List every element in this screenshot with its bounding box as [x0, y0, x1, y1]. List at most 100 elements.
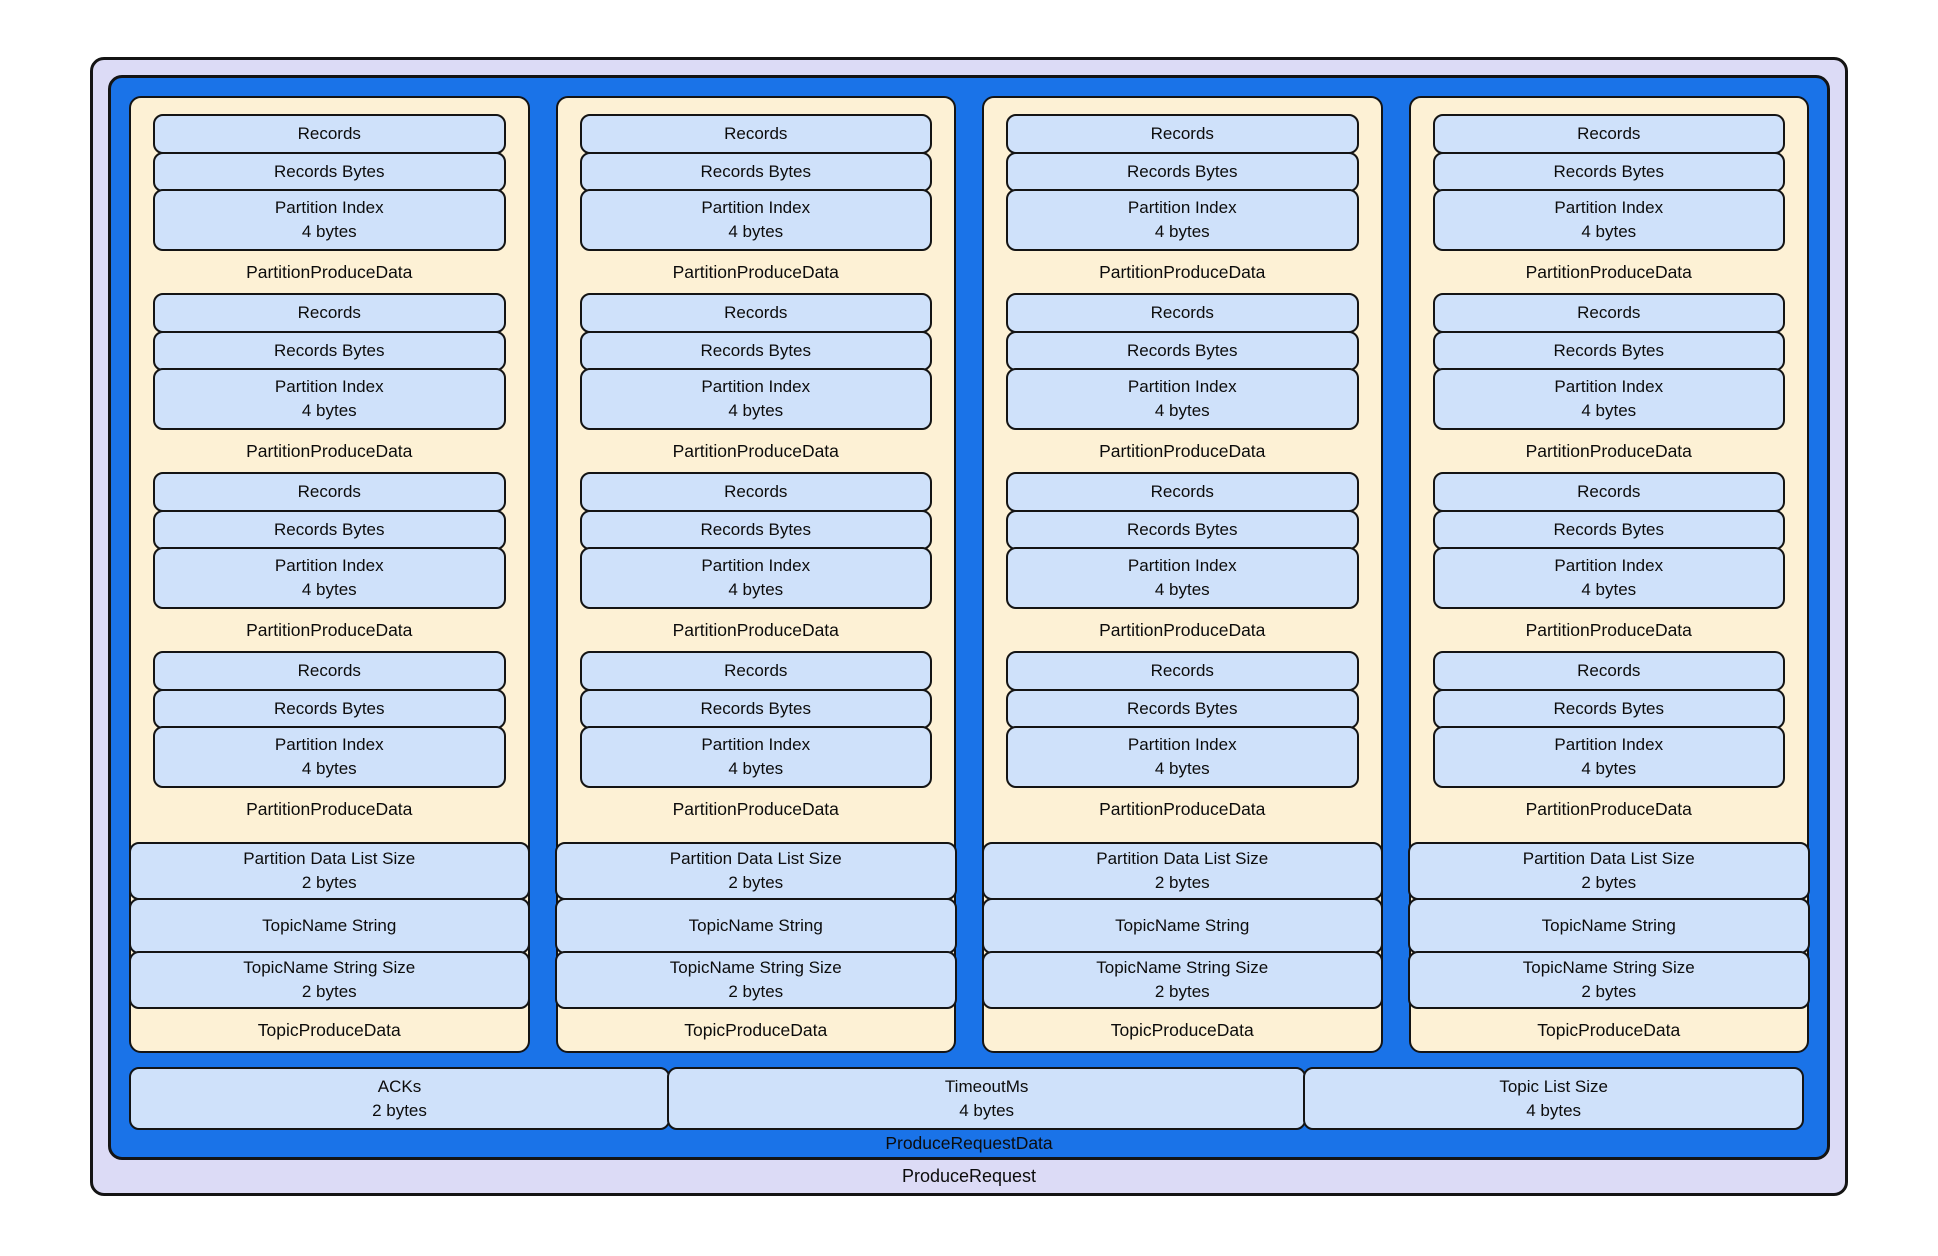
field-name: Partition Index	[1127, 198, 1237, 217]
field-name: Partition Index	[701, 198, 811, 217]
partition-produce-data-group: Records Records Bytes Partition Index 4 …	[1006, 472, 1359, 651]
field-name: Records Bytes	[1126, 161, 1238, 181]
field-size: 4 bytes	[1581, 580, 1637, 599]
field-name: TopicName String Size	[243, 958, 416, 977]
field-name: Partition Index	[701, 377, 811, 396]
field-cell: Records	[579, 293, 932, 333]
field-name: Partition Index	[701, 556, 811, 575]
partition-produce-data-label: PartitionProduceData	[1099, 619, 1266, 640]
field-cell: Topic List Size 4 bytes	[1303, 1067, 1804, 1130]
field-cell: Records	[1006, 293, 1359, 333]
field-cell: Records Bytes	[1006, 688, 1359, 729]
partition-produce-data-group: Records Records Bytes Partition Index 4 …	[1432, 114, 1785, 293]
topic-footer-cells: Partition Data List Size 2 bytes TopicNa…	[128, 842, 530, 1009]
field-cell: Records	[1006, 114, 1359, 154]
topic-footer-cells: Partition Data List Size 2 bytes TopicNa…	[981, 842, 1383, 1009]
field-size: 2 bytes	[1154, 873, 1210, 892]
field-name: Partition Index	[1554, 735, 1664, 754]
field-size: 4 bytes	[1581, 759, 1637, 778]
field-name: Records	[724, 303, 788, 322]
field-cell: Records	[153, 114, 506, 154]
field-cell: Records	[1432, 114, 1785, 154]
field-name: Records	[1577, 661, 1641, 680]
field-size: 4 bytes	[301, 401, 357, 420]
field-cell: Records	[1006, 472, 1359, 512]
partition-groups: Records Records Bytes Partition Index 4 …	[1411, 114, 1808, 830]
partition-cells: Records Records Bytes Partition Index 4 …	[153, 114, 506, 251]
field-cell: Records Bytes	[1006, 509, 1359, 550]
field-size: 4 bytes	[1581, 222, 1637, 241]
field-cell: Partition Index 4 bytes	[579, 189, 932, 251]
field-cell: Records	[1432, 472, 1785, 512]
field-cell: Partition Index 4 bytes	[1432, 368, 1785, 430]
field-name: Records	[724, 482, 788, 501]
partition-groups: Records Records Bytes Partition Index 4 …	[558, 114, 955, 830]
partition-cells: Records Records Bytes Partition Index 4 …	[1006, 472, 1359, 609]
field-cell: Records	[153, 293, 506, 333]
field-name: Partition Data List Size	[669, 849, 842, 868]
field-size: 2 bytes	[1581, 982, 1637, 1001]
partition-cells: Records Records Bytes Partition Index 4 …	[153, 293, 506, 430]
field-name: TopicName String	[1115, 915, 1250, 935]
field-name: Topic List Size	[1499, 1076, 1608, 1096]
field-cell: TopicName String	[128, 897, 530, 954]
field-name: TopicName String	[262, 915, 397, 935]
field-cell: Records Bytes	[153, 151, 506, 192]
field-name: Partition Data List Size	[1522, 849, 1695, 868]
field-cell: Records Bytes	[153, 509, 506, 550]
field-name: Records	[1577, 482, 1641, 501]
partition-produce-data-label: PartitionProduceData	[672, 440, 839, 461]
field-name: Records	[297, 482, 361, 501]
field-cell: Partition Index 4 bytes	[153, 726, 506, 788]
field-cell: Partition Index 4 bytes	[579, 726, 932, 788]
partition-produce-data-label: PartitionProduceData	[672, 798, 839, 819]
field-cell: Records Bytes	[1006, 330, 1359, 371]
field-size: 2 bytes	[372, 1100, 427, 1120]
field-cell: Partition Index 4 bytes	[1006, 189, 1359, 251]
topic-produce-data-label: TopicProduceData	[1110, 1019, 1254, 1040]
partition-produce-data-group: Records Records Bytes Partition Index 4 …	[153, 293, 506, 472]
field-size: 4 bytes	[301, 580, 357, 599]
field-cell: Records Bytes	[1006, 151, 1359, 192]
field-name: Records	[1150, 482, 1214, 501]
partition-produce-data-group: Records Records Bytes Partition Index 4 …	[579, 472, 932, 651]
topic-produce-data-label: TopicProduceData	[257, 1019, 401, 1040]
topic-produce-data-box: Records Records Bytes Partition Index 4 …	[1408, 96, 1810, 1053]
field-size: 2 bytes	[301, 982, 357, 1001]
field-cell: Partition Data List Size 2 bytes	[555, 842, 957, 900]
field-cell: Records Bytes	[579, 330, 932, 371]
field-cell: Partition Index 4 bytes	[153, 189, 506, 251]
field-name: Records Bytes	[700, 698, 812, 718]
partition-cells: Records Records Bytes Partition Index 4 …	[1432, 114, 1785, 251]
partition-produce-data-group: Records Records Bytes Partition Index 4 …	[1432, 293, 1785, 472]
field-size: 2 bytes	[1154, 982, 1210, 1001]
field-cell: TopicName String Size 2 bytes	[128, 951, 530, 1009]
partition-produce-data-group: Records Records Bytes Partition Index 4 …	[1432, 651, 1785, 830]
field-name: Records	[297, 661, 361, 680]
field-name: Records	[1150, 303, 1214, 322]
field-cell: Records	[1432, 293, 1785, 333]
field-cell: Partition Data List Size 2 bytes	[128, 842, 530, 900]
field-name: Records Bytes	[273, 161, 385, 181]
field-cell: Partition Index 4 bytes	[579, 368, 932, 430]
field-name: TopicName String Size	[1522, 958, 1695, 977]
field-name: Partition Index	[274, 198, 384, 217]
field-name: TopicName String Size	[1096, 958, 1269, 977]
partition-produce-data-label: PartitionProduceData	[1099, 261, 1266, 282]
field-cell: TopicName String	[555, 897, 957, 954]
partition-produce-data-label: PartitionProduceData	[1099, 798, 1266, 819]
partition-produce-data-group: Records Records Bytes Partition Index 4 …	[579, 293, 932, 472]
field-cell: TopicName String Size 2 bytes	[981, 951, 1383, 1009]
field-name: Records Bytes	[1553, 161, 1665, 181]
field-size: 4 bytes	[1154, 401, 1210, 420]
partition-produce-data-group: Records Records Bytes Partition Index 4 …	[1006, 651, 1359, 830]
field-cell: ACKs 2 bytes	[129, 1067, 670, 1130]
field-name: Partition Index	[1554, 556, 1664, 575]
field-cell: Partition Index 4 bytes	[1432, 726, 1785, 788]
field-cell: TimeoutMs 4 bytes	[667, 1067, 1306, 1130]
topic-columns: Records Records Bytes Partition Index 4 …	[128, 96, 1810, 1053]
field-cell: Partition Data List Size 2 bytes	[981, 842, 1383, 900]
field-name: Records Bytes	[1553, 698, 1665, 718]
field-cell: Records Bytes	[1432, 151, 1785, 192]
field-cell: TopicName String	[981, 897, 1383, 954]
